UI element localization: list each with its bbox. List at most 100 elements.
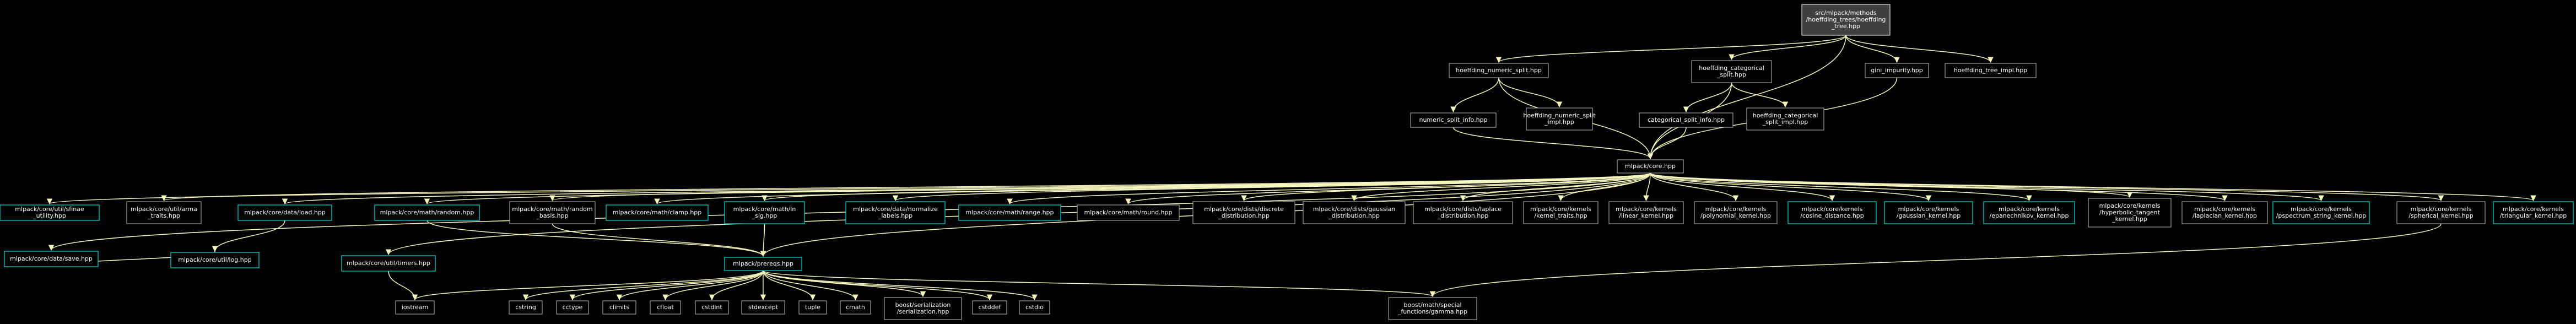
node-boostgamma[interactable]: boost/math/special_functions/gamma.hpp [1388,297,1477,320]
node-box [958,204,1061,221]
node-box [1865,63,1929,78]
node-climits[interactable]: climits [602,300,636,315]
node-label: stdexcept [748,304,779,311]
node-box [840,300,871,315]
edge-spher-to-boostgamma [1430,223,2442,298]
node-random[interactable]: mlpack/core/math/random.hpp [374,204,480,221]
node-label: _impl.hpp [1544,118,1574,126]
node-round[interactable]: mlpack/core/math/round.hpp [1077,204,1180,221]
node-prereqs[interactable]: mlpack/prereqs.hpp [724,257,802,271]
node-label: mlpack/core/math/round.hpp [1084,209,1173,216]
node-save[interactable]: mlpack/core/data/save.hpp [4,251,99,267]
node-label: hoeffding_categorical [1753,112,1818,119]
edge-prereqs-to-cstring [522,270,764,301]
node-csinfo[interactable]: categorical_split_info.hpp [1639,112,1733,128]
node-box [2088,198,2172,228]
node-label: mlpack/core/util/arma [131,206,197,213]
edge-csinfo-to-core [1647,127,1687,160]
node-nsinfo[interactable]: numeric_split_info.hpp [1410,112,1497,128]
node-cctype[interactable]: cctype [556,300,589,315]
node-label: mlpack/core/data/normalize [853,206,938,213]
edge-prereqs-to-climits [616,270,764,301]
node-box [374,204,480,221]
edge-prereqs-to-cfloat [662,270,764,301]
node-root[interactable]: src/mlpack/methods/hoeffding_trees/hoeff… [1801,4,1891,36]
node-disc[interactable]: mlpack/core/dists/discrete_distribution.… [1192,201,1295,224]
node-pspec[interactable]: mlpack/core/kernels/pspectrum_string_ker… [2272,201,2370,224]
node-boostser[interactable]: boost/serialization/serialization.hpp [884,297,962,320]
node-cstring[interactable]: cstring [509,300,543,315]
node-iostream[interactable]: iostream [395,300,435,315]
node-box [602,300,636,315]
node-lnsig[interactable]: mlpack/core/math/ln_sig.hpp [724,201,805,224]
edge-timers-to-iostream [388,271,418,301]
edge-core-to-epan [1650,172,2032,202]
node-stdexcept[interactable]: stdexcept [741,300,785,315]
node-cfloat[interactable]: cfloat [650,300,681,315]
node-clamp[interactable]: mlpack/core/math/clamp.hpp [606,204,709,221]
node-linear[interactable]: mlpack/core/kernels/linear_kernel.hpp [1608,201,1684,224]
node-box [1787,201,1877,224]
node-hnsplit[interactable]: hoeffding_numeric_split.hpp [1449,63,1549,78]
node-load[interactable]: mlpack/core/data/load.hpp [237,204,332,221]
node-label: categorical_split_info.hpp [1648,116,1725,123]
node-box [606,204,709,221]
node-box [1608,201,1684,224]
node-box [1526,107,1593,131]
node-cmath[interactable]: cmath [840,300,871,315]
node-box [0,204,100,221]
node-gaussd[interactable]: mlpack/core/dists/gaussian_distribution.… [1303,201,1406,224]
edge-prereqs-to-cmath [763,270,858,301]
node-box [126,201,202,224]
node-box [2272,201,2370,224]
node-cstdint[interactable]: cstdint [695,300,729,315]
node-laplace[interactable]: mlpack/core/dists/laplace_distribution.h… [1413,201,1513,224]
node-label: mlpack/core/dists/discrete [1204,206,1284,213]
edge-core-to-rbasis [550,172,1651,202]
node-lapk[interactable]: mlpack/core/kernels/laplacian_kernel.hpp [2181,201,2268,224]
node-range[interactable]: mlpack/core/math/range.hpp [958,204,1061,221]
node-hcsimpl[interactable]: hoeffding_categorical_split_impl.hpp [1746,107,1824,131]
node-htimpl[interactable]: hoeffding_tree_impl.hpp [1945,63,2037,78]
edge-rbasis-to-prereqs [552,223,766,257]
node-tuple[interactable]: tuple [798,300,827,315]
node-sfinae[interactable]: mlpack/core/util/sfinae_utility.hpp [0,204,100,221]
edge-core-to-random [424,172,1651,205]
node-rbasis[interactable]: mlpack/core/math/random_basis.hpp [509,201,596,224]
node-logh[interactable]: mlpack/core/util/log.hpp [170,252,260,268]
node-label: /cosine_distance.hpp [1800,212,1864,219]
node-cosine[interactable]: mlpack/core/kernels/cosine_distance.hpp [1787,201,1877,224]
edge-core-to-disc [1241,172,1651,202]
node-hnsimpl[interactable]: hoeffding_numeric_split_impl.hpp [1523,107,1596,131]
node-label: mlpack/core/kernels [2411,206,2472,213]
node-box [1523,201,1598,224]
node-hcsplit[interactable]: hoeffding_categorical_split.hpp [1691,60,1772,83]
node-spher[interactable]: mlpack/core/kernels/spherical_kernel.hpp [2396,201,2486,224]
node-label: mlpack/core/kernels [1705,206,1767,213]
node-gaussk[interactable]: mlpack/core/kernels/gaussian_kernel.hpp [1884,201,1973,224]
node-gini[interactable]: gini_impurity.hpp [1865,63,1929,78]
node-hyper[interactable]: mlpack/core/kernels/hyperbolic_tangent_k… [2088,198,2172,228]
node-label: /gaussian_kernel.hpp [1897,212,1961,219]
node-box [798,300,827,315]
node-box [395,300,435,315]
node-normlab[interactable]: mlpack/core/data/normalize_labels.hpp [845,201,946,224]
node-tri[interactable]: mlpack/core/kernels/triangular_kernel.hp… [2493,201,2574,224]
node-cstdio[interactable]: cstdio [1019,300,1050,315]
edge-prereqs-to-tuple [763,270,816,301]
node-core[interactable]: mlpack/core.hpp [1617,159,1684,174]
node-label: mlpack/core/kernels [1802,206,1863,213]
node-poly[interactable]: mlpack/core/kernels/polynomial_kernel.hp… [1694,201,1778,224]
node-label: mlpack/core/kernels [1616,206,1677,213]
node-label: _basis.hpp [536,212,568,219]
node-cstddef[interactable]: cstddef [972,300,1007,315]
edge-lnsig-to-prereqs [760,223,766,257]
node-box [1413,201,1513,224]
node-arma[interactable]: mlpack/core/util/arma_traits.hpp [126,201,202,224]
edge-prereqs-to-boostgamma [763,270,1435,298]
node-label: mlpack/core/kernels [2503,206,2564,213]
node-ktraits[interactable]: mlpack/core/kernels/kernel_traits.hpp [1523,201,1598,224]
node-timers[interactable]: mlpack/core/util/timers.hpp [341,255,436,272]
node-epan[interactable]: mlpack/core/kernels/epanechnikov_kernel.… [1983,201,2075,224]
